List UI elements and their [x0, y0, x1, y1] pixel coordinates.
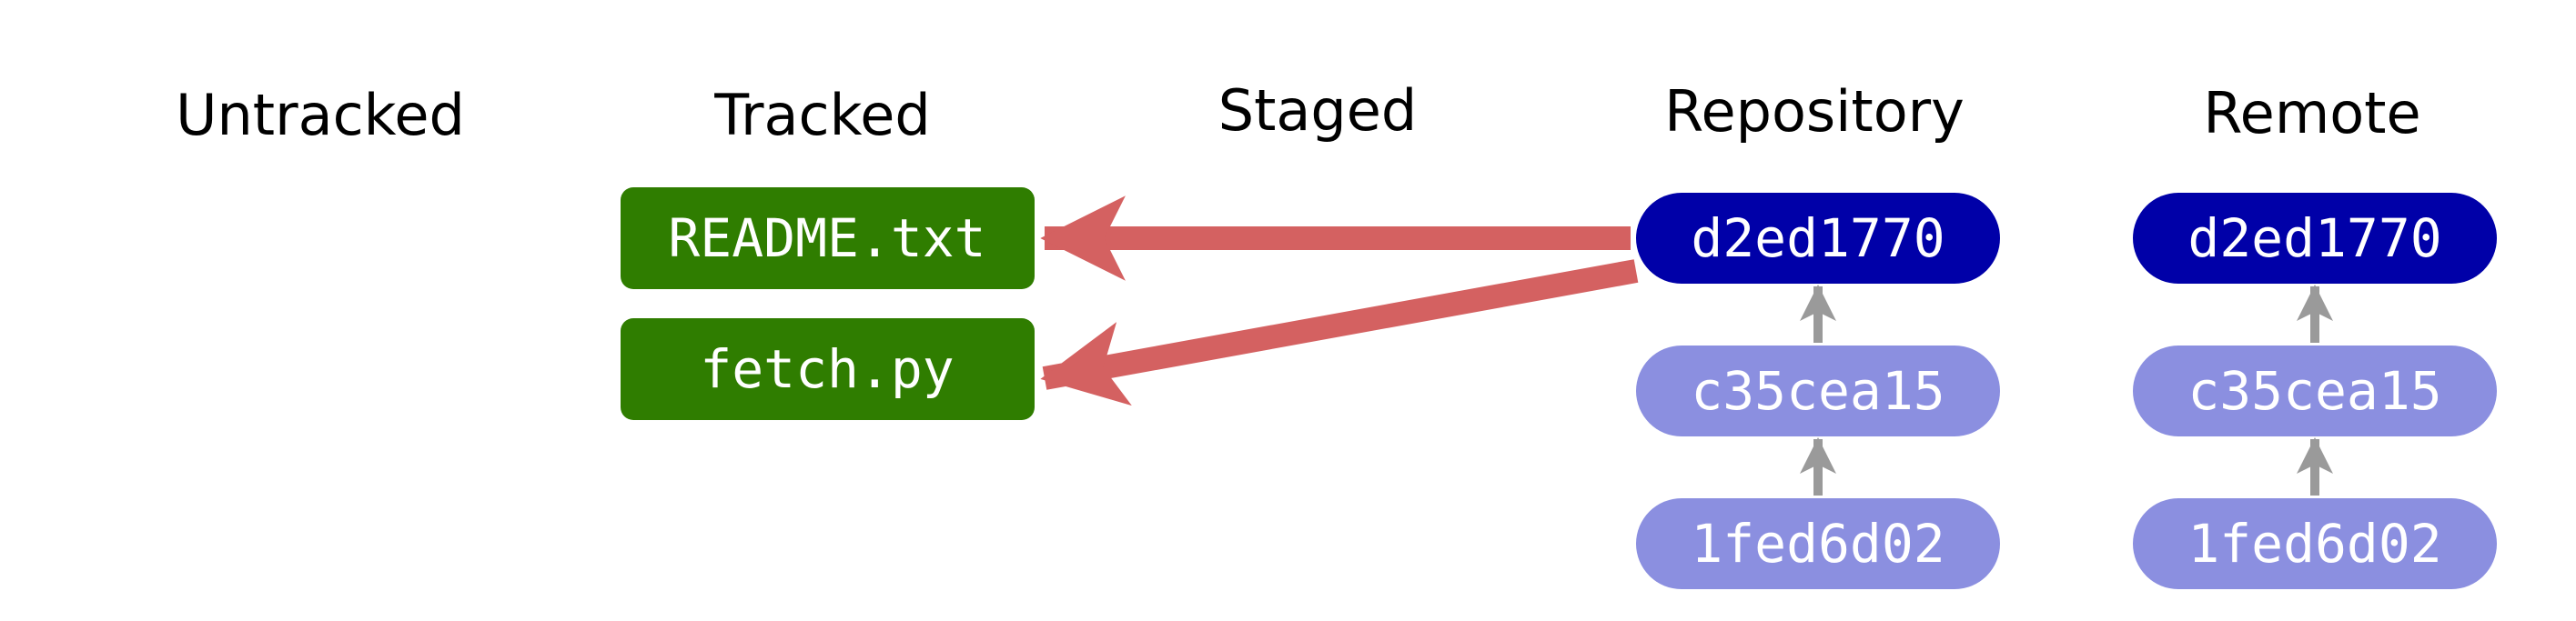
repository-commit-current: d2ed1770 [1636, 193, 2000, 284]
tracked-file: fetch.py [621, 318, 1035, 420]
remote-commit-current: d2ed1770 [2133, 193, 2497, 284]
commit-node [2133, 193, 2497, 284]
commit-hash: d2ed1770 [1691, 207, 1945, 269]
remote-commit: 1fed6d02 [2133, 498, 2497, 589]
commit-node [2133, 498, 2497, 589]
repository-commit: c35cea15 [1636, 346, 2000, 436]
remote-commit: c35cea15 [2133, 346, 2497, 436]
commit-hash: c35cea15 [2187, 360, 2441, 422]
commit-node [1636, 498, 2000, 589]
commit-hash: 1fed6d02 [2187, 513, 2441, 575]
commit-hash: d2ed1770 [2187, 207, 2441, 269]
commit-hash: c35cea15 [1691, 360, 1945, 422]
commit-node [1636, 193, 2000, 284]
tracked-file-box [621, 318, 1035, 420]
tracked-file: README.txt [621, 187, 1035, 289]
commit-node [1636, 346, 2000, 436]
checkout-arrow-fetch [1040, 259, 1639, 406]
column-header-tracked: Tracked [713, 82, 931, 148]
column-header-repository: Repository [1664, 78, 1965, 145]
column-header-remote: Remote [2203, 80, 2420, 146]
tracked-file-label: README.txt [668, 207, 985, 269]
commit-node [2133, 346, 2497, 436]
tracked-file-box [621, 187, 1035, 289]
column-header-staged: Staged [1218, 77, 1418, 144]
column-header-untracked: Untracked [176, 82, 465, 148]
commit-hash: 1fed6d02 [1691, 513, 1945, 575]
repository-commit: 1fed6d02 [1636, 498, 2000, 589]
tracked-file-label: fetch.py [700, 338, 954, 400]
